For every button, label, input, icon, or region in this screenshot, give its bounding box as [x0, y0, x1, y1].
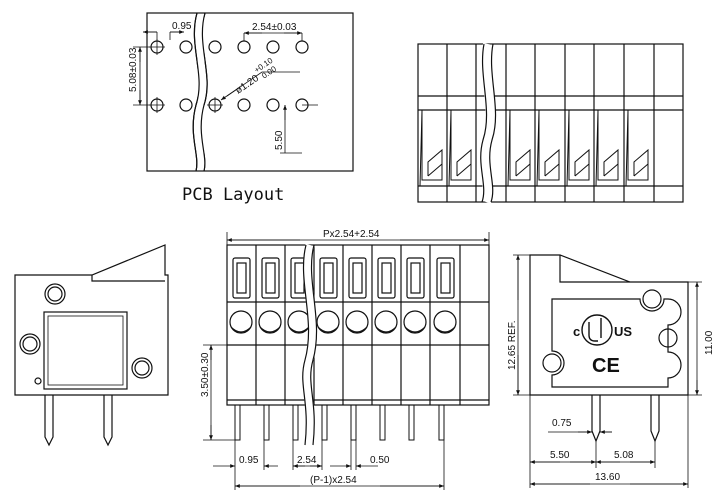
front-dim-pitch: 2.54	[297, 455, 317, 466]
front-view-pins	[234, 405, 445, 441]
left-view-hole	[131, 357, 153, 379]
pcb-dim-row-spacing: 5.08±0.03	[128, 47, 139, 92]
right-dim-height-ref: 12.65 REF.	[507, 321, 518, 370]
top-view-dividers	[446, 44, 655, 202]
right-dim-left-offset: 5.50	[550, 450, 570, 461]
right-view-label-plate	[551, 298, 682, 388]
pcb-hole	[179, 40, 193, 54]
left-view-hole	[19, 333, 41, 355]
right-view-hole	[642, 289, 662, 309]
top-view-slots	[419, 109, 649, 187]
left-view-window	[43, 311, 128, 390]
left-side-view	[14, 244, 169, 447]
right-dim-pin-thickness: 0.75	[552, 418, 572, 429]
front-dim-pin-span: (P-1)x2.54	[310, 475, 357, 486]
pcb-board-outline	[146, 12, 354, 172]
pcb-layout-title: PCB Layout	[182, 185, 284, 205]
front-dim-overall: Px2.54+2.54	[323, 229, 380, 240]
ul-c-mark: c	[573, 324, 580, 339]
right-dim-width: 13.60	[595, 472, 620, 483]
top-view-body	[417, 43, 684, 203]
left-view-body	[14, 244, 169, 396]
pcb-hole	[266, 40, 280, 54]
front-view	[203, 232, 490, 490]
pcb-hole	[266, 98, 280, 112]
right-dim-body-height: 11.00	[704, 330, 715, 355]
front-view-levers	[232, 257, 455, 299]
left-view-hole	[44, 283, 66, 305]
front-view-body	[226, 244, 490, 406]
left-view-pins	[44, 395, 113, 447]
top-view-break-line	[480, 43, 488, 203]
pcb-dim-edge: 5.50	[274, 130, 285, 150]
right-view-hole	[658, 328, 678, 348]
front-dim-first-pin: 0.95	[239, 455, 259, 466]
front-dim-pin-width: 0.50	[370, 455, 390, 466]
front-view-entries	[229, 310, 457, 334]
top-view	[417, 43, 684, 204]
pcb-hole	[179, 98, 193, 112]
pcb-layout-view	[133, 12, 354, 172]
right-view-hole	[542, 353, 562, 373]
pcb-dim-pitch: 2.54±0.03	[252, 22, 297, 33]
front-dim-pin-length: 3.50±0.30	[200, 352, 211, 397]
right-view-pins	[591, 395, 660, 443]
pcb-hole	[208, 40, 222, 54]
right-dim-pin-spacing: 5.08	[614, 450, 634, 461]
front-view-break-line	[302, 244, 310, 446]
ce-mark: CE	[592, 355, 620, 377]
pcb-dim-offset: 0.95	[172, 21, 192, 32]
right-side-view	[513, 254, 702, 488]
ul-us-mark: US	[614, 324, 632, 339]
pcb-hole	[237, 98, 251, 112]
ul-logo	[581, 314, 613, 346]
